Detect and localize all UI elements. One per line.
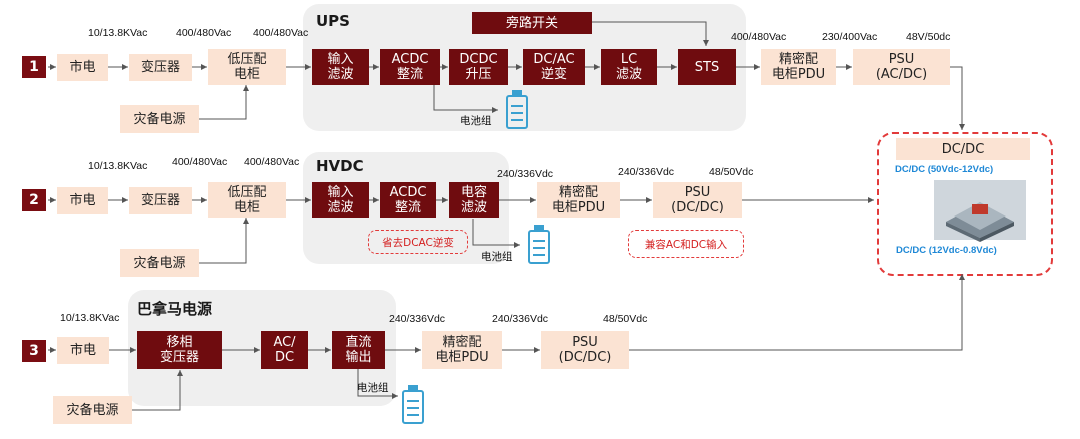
row-number-1: 1 [22,56,46,78]
dcac-inverter-box: DC/AC 逆变 [523,49,585,85]
voltage-label: 240/336Vdc [389,313,446,325]
mains-box: 市电 [57,337,109,364]
voltage-label: 230/400Vac [822,31,878,43]
battery-label-1: 电池组 [460,115,492,127]
bypass-switch-box: 旁路开关 [472,12,592,34]
voltage-label: 400/480Vac [253,27,309,39]
voltage-label: 48V/50dc [906,31,951,43]
omit-dcac-note: 省去DCAC逆变 [368,230,468,254]
psu-box-3: PSU (DC/DC) [541,331,629,369]
input-filter-box: 输入 滤波 [312,49,369,85]
psu-box-1: PSU (AC/DC) [853,49,950,85]
row-number-2: 2 [22,189,46,211]
battery-label-2: 电池组 [481,251,513,263]
dcdc-bottom-label: DC/DC (12Vdc-0.8Vdc) [896,245,997,256]
voltage-label: 400/480Vac [172,156,228,168]
voltage-label: 10/13.8KVac [88,27,148,39]
voltage-label: 400/480Vac [731,31,787,43]
acdc-rectifier-box: ACDC 整流 [380,182,436,218]
chip-illustration [934,180,1026,242]
voltage-label: 240/336Vdc [492,313,549,325]
lc-filter-box: LC 滤波 [601,49,657,85]
dcdc-top-label: DC/DC (50Vdc-12Vdc) [895,164,994,175]
dcdc-title: DC/DC [896,138,1030,160]
backup-power-box: 灾备电源 [120,249,199,277]
voltage-label: 10/13.8KVac [60,312,120,324]
voltage-label: 48/50Vdc [603,313,648,325]
pdu-box-1: 精密配 电柜PDU [761,49,836,85]
lv-cabinet-box: 低压配 电柜 [208,49,286,85]
row-number-3: 3 [22,340,46,362]
backup-power-box: 灾备电源 [53,396,132,424]
compat-input-note: 兼容AC和DC输入 [628,230,744,258]
capacitor-filter-box: 电容 滤波 [449,182,499,218]
battery-icon-1 [506,90,528,129]
voltage-label: 240/336Vdc [618,166,675,178]
voltage-label: 240/336Vdc [497,168,554,180]
mains-box: 市电 [57,54,108,81]
acdc-box: AC/ DC [261,331,308,369]
sts-box: STS [678,49,736,85]
transformer-box: 变压器 [129,187,192,214]
voltage-label: 10/13.8KVac [88,160,148,172]
phase-shift-transformer-box: 移相 变压器 [137,331,222,369]
backup-power-box: 灾备电源 [120,105,199,133]
voltage-label: 48/50Vdc [709,166,754,178]
ups-title: UPS [316,12,350,30]
acdc-rectifier-box: ACDC 整流 [380,49,440,85]
dcdc-boost-box: DCDC 升压 [449,49,508,85]
battery-icon-3 [402,385,424,424]
dc-output-box: 直流 输出 [332,331,385,369]
input-filter-box: 输入 滤波 [312,182,369,218]
transformer-box: 变压器 [129,54,192,81]
pdu-box-2: 精密配 电柜PDU [537,182,620,218]
battery-label-3: 电池组 [357,382,389,394]
pdu-box-3: 精密配 电柜PDU [422,331,502,369]
battery-icon-2 [528,225,550,264]
mains-box: 市电 [57,187,108,214]
voltage-label: 400/480Vac [176,27,232,39]
psu-box-2: PSU (DC/DC) [653,182,742,218]
lv-cabinet-box: 低压配 电柜 [208,182,286,218]
panama-title: 巴拿马电源 [137,300,213,318]
hvdc-title: HVDC [316,157,364,175]
voltage-label: 400/480Vac [244,156,300,168]
